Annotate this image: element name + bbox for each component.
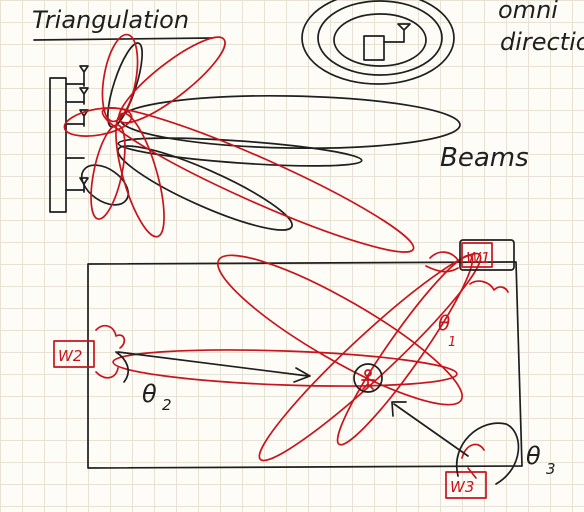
room-outline — [87, 261, 523, 469]
title: Triangulation — [32, 6, 189, 34]
station-w1-label: W1 — [466, 249, 490, 267]
omni-label-line1: omni — [498, 0, 558, 24]
theta3-subscript: 3 — [546, 460, 556, 478]
beams-label: Beams — [440, 143, 529, 173]
station-w2 — [53, 324, 129, 383]
station-w1 — [425, 239, 515, 293]
theta2-subscript: 2 — [162, 396, 172, 414]
title-underline — [33, 37, 213, 41]
red-beam-lobes — [63, 33, 415, 253]
theta1-subscript: 1 — [448, 335, 456, 350]
target-person — [353, 363, 383, 393]
theta3-label: θ — [526, 442, 541, 470]
black-beam-lobes — [80, 42, 461, 231]
omni-label-line2: direction — [500, 28, 584, 56]
room-red-beams — [112, 252, 482, 462]
theta2-label: θ — [142, 380, 157, 408]
station-w3-label: W3 — [450, 478, 474, 496]
omni-antenna — [301, 0, 455, 85]
theta1-label: θ — [438, 311, 450, 335]
direction-arrows — [117, 351, 469, 457]
antenna-mast — [49, 65, 89, 213]
station-w2-label: W2 — [58, 347, 82, 365]
